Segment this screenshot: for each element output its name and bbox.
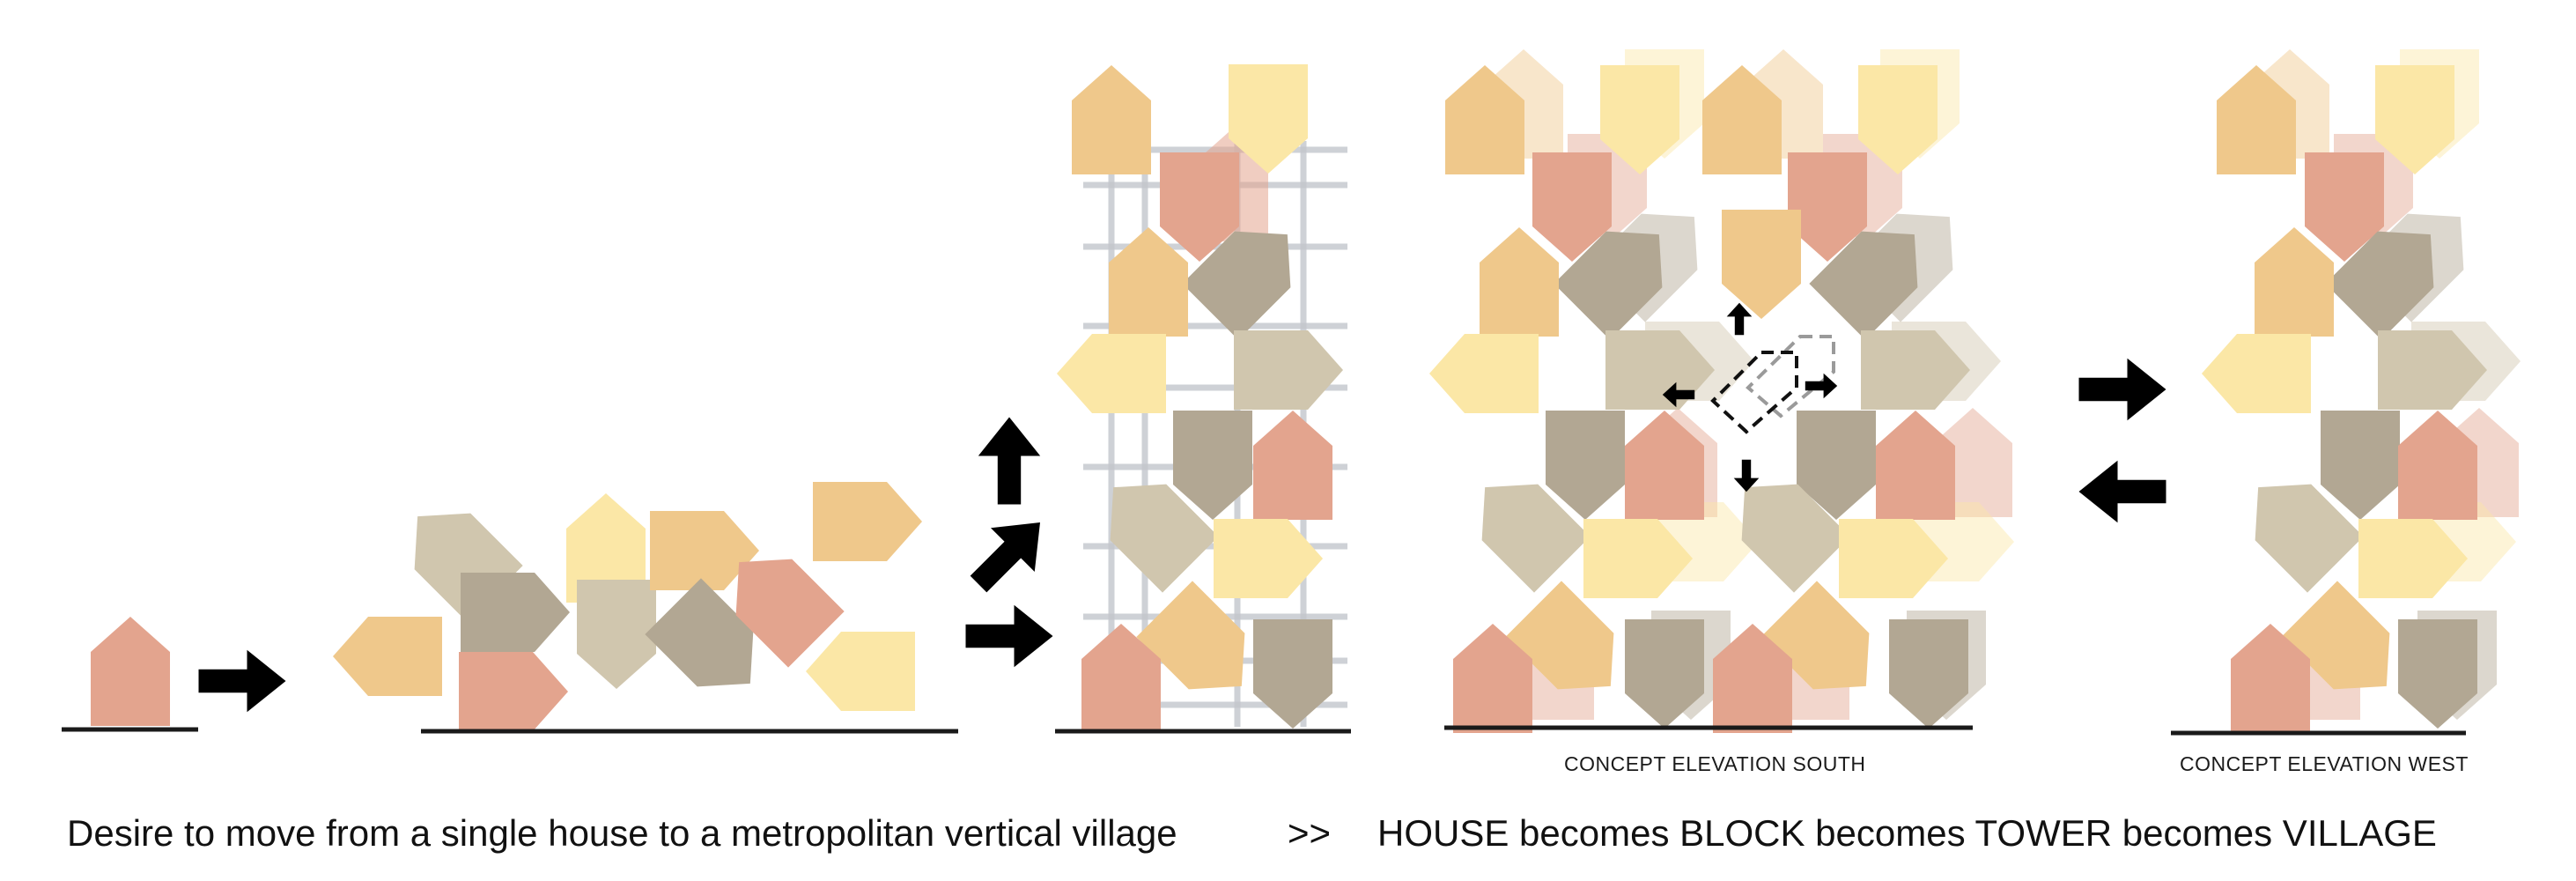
house-module	[1173, 411, 1252, 520]
house-module	[1182, 231, 1291, 340]
house-module	[1057, 334, 1166, 413]
house-module	[91, 617, 170, 726]
house-module	[2358, 519, 2468, 598]
house-module	[2321, 411, 2400, 520]
house-module	[1876, 411, 1955, 520]
house-module	[1554, 231, 1663, 340]
house-module	[1861, 330, 1970, 410]
house-module	[1625, 619, 1704, 729]
house-module	[1110, 484, 1219, 593]
caption-desire: Desire to move from a single house to a …	[67, 812, 1177, 854]
house-module	[1722, 210, 1801, 319]
house-module	[459, 652, 568, 731]
house-modules	[91, 64, 2487, 733]
house-module	[1532, 152, 1612, 262]
house-module	[650, 511, 759, 590]
small-arrow-icon	[1662, 381, 1695, 408]
house-module	[1605, 330, 1715, 410]
house-module	[1788, 152, 1867, 262]
arrow-up-icon	[978, 417, 1041, 505]
house-module	[2217, 65, 2296, 174]
house-module	[1214, 519, 1323, 598]
house-module	[2325, 231, 2434, 340]
house-module	[2378, 330, 2487, 410]
house-module	[1234, 330, 1343, 410]
arrow-right-icon	[2078, 358, 2166, 421]
house-module	[1741, 484, 1850, 593]
small-arrow-icon	[1726, 302, 1753, 336]
house-module	[2305, 152, 2384, 262]
house-module	[1797, 411, 1876, 520]
house-module	[1253, 619, 1332, 729]
house-module	[1109, 227, 1188, 337]
arrow-right-icon	[198, 649, 286, 713]
arrows	[198, 302, 2166, 713]
house-module	[1889, 619, 1968, 729]
house-module	[1253, 411, 1332, 520]
west-elevation-label: CONCEPT ELEVATION WEST	[2180, 752, 2469, 775]
small-arrow-icon	[1733, 459, 1760, 492]
house-module	[2255, 227, 2334, 337]
house-module	[2398, 411, 2477, 520]
house-module	[1229, 64, 1308, 174]
house-module	[577, 580, 656, 689]
house-module	[1583, 519, 1693, 598]
arrow-left-icon	[2078, 460, 2166, 523]
ground-lines	[62, 725, 2466, 736]
south-elevation-label: CONCEPT ELEVATION SOUTH	[1564, 752, 1866, 775]
house-module	[414, 513, 523, 622]
house-module	[813, 482, 922, 561]
house-module	[1081, 624, 1161, 733]
house-module	[645, 578, 754, 687]
house-module	[2375, 65, 2454, 174]
house-module	[1600, 65, 1679, 174]
house-module	[735, 559, 845, 668]
house-module	[566, 493, 646, 603]
house-module	[1505, 581, 1614, 690]
house-module	[1481, 484, 1591, 593]
house-module	[1809, 231, 1918, 340]
caption-separator: >>	[1288, 812, 1332, 854]
house-module	[1160, 152, 1239, 262]
concept-diagram	[62, 49, 2521, 736]
house-module	[2398, 619, 2477, 729]
arrow-right-icon	[965, 604, 1053, 668]
house-module	[2231, 624, 2310, 733]
house-module	[1858, 65, 1938, 174]
house-module	[1453, 624, 1532, 733]
house-module	[1480, 227, 1559, 337]
house-module	[1072, 65, 1151, 174]
house-module	[1546, 411, 1625, 520]
house-module	[1702, 65, 1782, 174]
house-module	[806, 632, 915, 711]
house-module	[1445, 65, 1524, 174]
small-arrow-icon	[1805, 373, 1838, 399]
house-module	[1136, 581, 1245, 690]
house-module	[1429, 334, 1539, 413]
caption-transformation: HOUSE becomes BLOCK becomes TOWER become…	[1377, 812, 2437, 854]
house-module	[333, 617, 442, 696]
void-expansion-icon	[1662, 302, 1838, 492]
house-module	[2202, 334, 2311, 413]
house-module	[1713, 624, 1792, 733]
house-module	[1839, 519, 1948, 598]
house-module	[1625, 411, 1704, 520]
arrow-up-right-icon	[970, 522, 1041, 593]
house-module	[2255, 484, 2364, 593]
house-module	[461, 573, 570, 652]
